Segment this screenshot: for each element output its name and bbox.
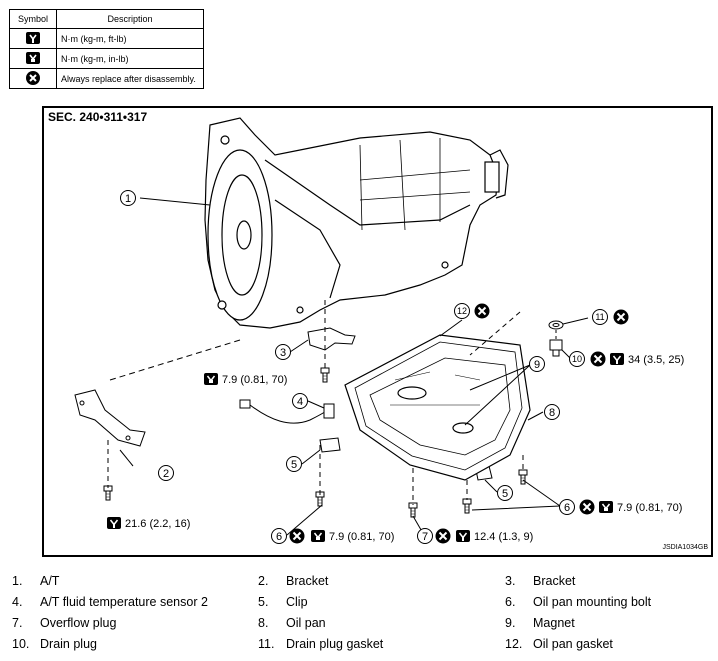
svg-text:9: 9 bbox=[534, 359, 540, 371]
part-item: 11.Drain plug gasket bbox=[258, 637, 384, 651]
part-item: 4.A/T fluid temperature sensor 2 bbox=[12, 595, 208, 609]
torque-bracket-bolt: 21.6 (2.2, 16) bbox=[125, 518, 190, 530]
callout-2: 2 bbox=[158, 465, 174, 481]
callout-7: 7 bbox=[417, 528, 433, 544]
part-item: 9.Magnet bbox=[505, 616, 575, 630]
torque-pan-bolt-bottom: 7.9 (0.81, 70) bbox=[329, 531, 394, 543]
part-item: 10.Drain plug bbox=[12, 637, 97, 651]
svg-text:10: 10 bbox=[572, 354, 582, 364]
leader-lines bbox=[107, 197, 589, 536]
part-item: 12.Oil pan gasket bbox=[505, 637, 613, 651]
callout-8: 8 bbox=[544, 404, 560, 420]
svg-text:7: 7 bbox=[422, 531, 428, 543]
oil-pan-drawing bbox=[344, 334, 531, 481]
part-item: 2.Bracket bbox=[258, 574, 329, 588]
callout-5b: 5 bbox=[497, 485, 513, 501]
torque-pan-bolt-right: 7.9 (0.81, 70) bbox=[617, 502, 682, 514]
svg-text:2: 2 bbox=[163, 468, 169, 480]
symbol-legend: Symbol Description N·m (kg-m, ft-lb) N·m… bbox=[9, 9, 204, 89]
callout-6a: 6 bbox=[559, 499, 575, 515]
reference-code: JSDIA1034GB bbox=[662, 544, 708, 551]
torque-drain-plug: 34 (3.5, 25) bbox=[628, 354, 684, 366]
svg-text:12: 12 bbox=[457, 306, 467, 316]
svg-text:11: 11 bbox=[595, 312, 604, 322]
callout-1: 1 bbox=[120, 190, 136, 206]
callout-10: 10 bbox=[569, 351, 585, 367]
part-item: 6.Oil pan mounting bolt bbox=[505, 595, 652, 609]
svg-text:5: 5 bbox=[291, 459, 297, 471]
callout-11: 11 bbox=[592, 309, 608, 325]
torque-sensor-bolt: 7.9 (0.81, 70) bbox=[222, 374, 287, 386]
callout-9: 9 bbox=[529, 356, 545, 372]
svg-text:3: 3 bbox=[280, 347, 286, 359]
callouts: 1 2 3 4 5 5 6 6 7 8 9 10 11 12 bbox=[120, 190, 608, 544]
legend-description-replace: Always replace after disassembly. bbox=[56, 68, 204, 89]
diagram-frame bbox=[42, 106, 713, 557]
svg-text:6: 6 bbox=[276, 531, 282, 543]
callout-5a: 5 bbox=[286, 456, 302, 472]
part-item: 5.Clip bbox=[258, 595, 308, 609]
callout-12: 12 bbox=[454, 303, 470, 319]
callout-3: 3 bbox=[275, 344, 291, 360]
temperature-sensor-drawing bbox=[239, 399, 335, 424]
section-label: SEC. 240•311•317 bbox=[48, 110, 148, 124]
torque-wrench-inlb-icon bbox=[26, 51, 40, 64]
callout-6b: 6 bbox=[271, 528, 287, 544]
bracket-left-drawing bbox=[74, 389, 146, 447]
exploded-view-diagram: 1 2 3 4 5 5 6 6 7 8 9 10 11 12 7.9 (0.81… bbox=[74, 117, 684, 545]
torque-wrench-ftlb-icon bbox=[26, 31, 40, 44]
transmission-drawing bbox=[204, 117, 509, 329]
svg-text:1: 1 bbox=[125, 193, 131, 205]
callout-4: 4 bbox=[292, 393, 308, 409]
part-item: 8.Oil pan bbox=[258, 616, 326, 630]
part-item: 7.Overflow plug bbox=[12, 616, 117, 630]
svg-text:5: 5 bbox=[502, 488, 508, 500]
svg-text:8: 8 bbox=[549, 407, 555, 419]
part-item: 3.Bracket bbox=[505, 574, 576, 588]
torque-overflow-plug: 12.4 (1.3, 9) bbox=[474, 531, 533, 543]
bracket-center-drawing bbox=[307, 327, 356, 351]
part-item: 1.A/T bbox=[12, 574, 60, 588]
drain-plug-drawing bbox=[548, 320, 564, 357]
svg-text:6: 6 bbox=[564, 502, 570, 514]
svg-text:4: 4 bbox=[297, 396, 303, 408]
always-replace-icon bbox=[26, 70, 40, 85]
